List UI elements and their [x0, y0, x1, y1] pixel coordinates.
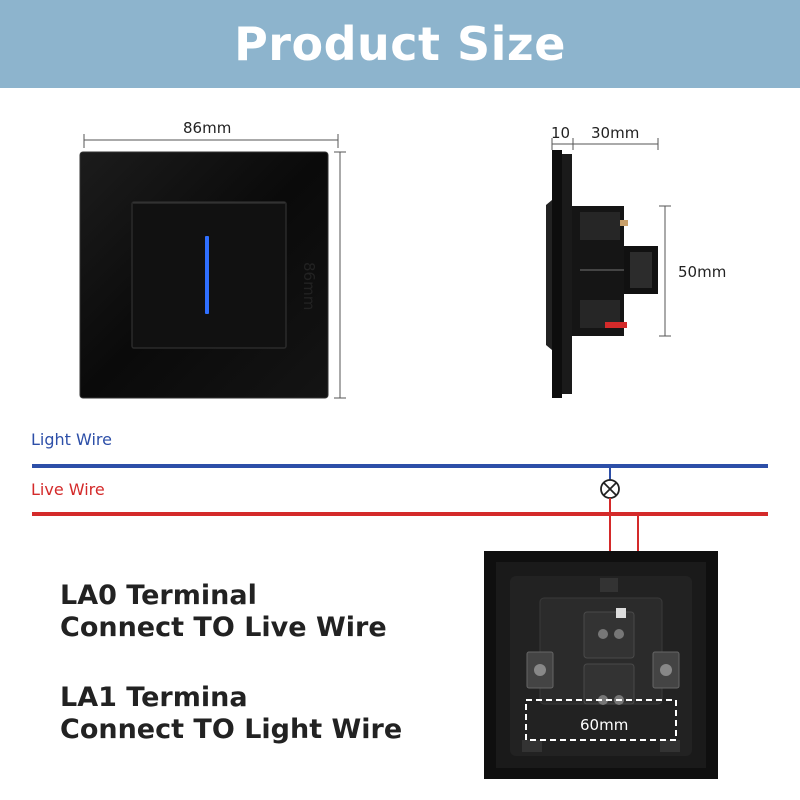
led-indicator [205, 236, 209, 314]
switch-front-panel [79, 151, 329, 399]
front-height-label: 86mm [300, 262, 318, 311]
la0-title: LA0 Terminal [60, 580, 257, 611]
la1-instruction: LA1 Termina Connect TO Light Wire [60, 682, 402, 746]
side-height-dimension [659, 205, 671, 337]
side-depth-front-label: 10 [551, 124, 571, 142]
back-width-label: 60mm [580, 716, 629, 734]
switch-side-profile [546, 150, 658, 398]
side-depth-dimension [551, 138, 659, 150]
header-banner [0, 0, 800, 88]
front-width-dimension [83, 134, 339, 148]
light-wire-label: Light Wire [31, 430, 112, 449]
la0-instruction: LA0 Terminal Connect TO Live Wire [60, 580, 387, 644]
front-width-label: 86mm [183, 119, 232, 137]
side-depth-back-label: 30mm [591, 124, 640, 142]
front-height-dimension [334, 151, 346, 399]
la1-title: LA1 Termina [60, 682, 248, 713]
la1-detail: Connect TO Light Wire [60, 714, 403, 745]
page-title: Product Size [234, 17, 566, 71]
la0-detail: Connect TO Live Wire [60, 612, 387, 643]
side-height-label: 50mm [678, 263, 727, 281]
live-wire-label: Live Wire [31, 480, 105, 499]
switch-back-view [484, 551, 718, 779]
back-width-dimension [525, 699, 677, 741]
